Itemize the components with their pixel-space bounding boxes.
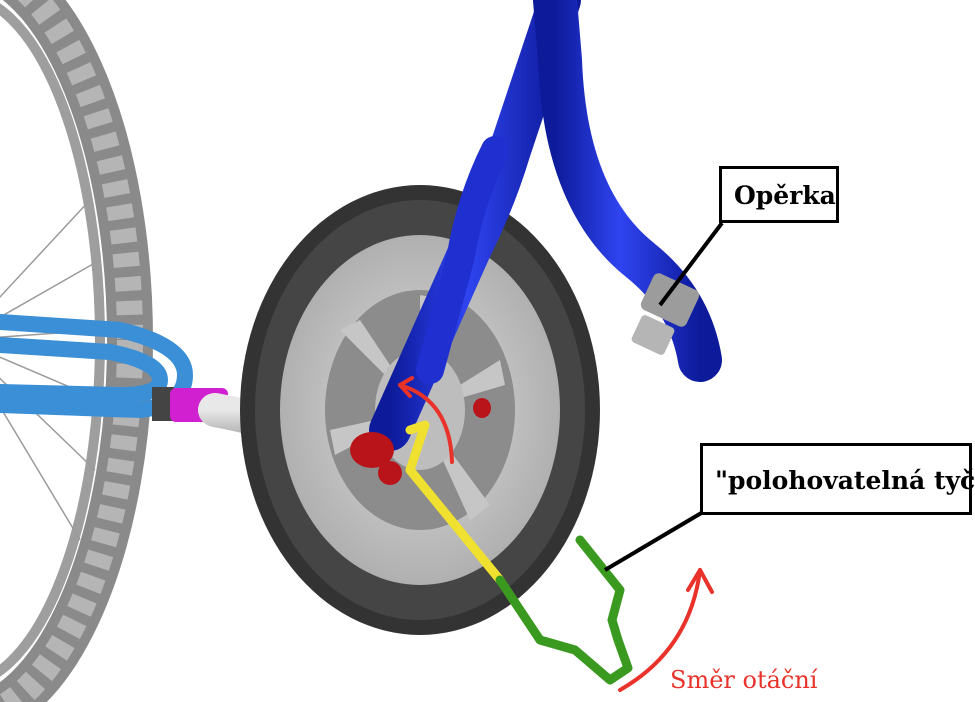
rotation-direction-label: Směr otáční bbox=[670, 666, 818, 694]
positioning-rod bbox=[405, 420, 633, 685]
positioning-rod-callout: "polohovatelná tyč" bbox=[700, 443, 975, 515]
backrest-callout: Opěrka bbox=[719, 166, 839, 223]
rotation-arrows bbox=[398, 376, 714, 692]
backrest-clamp bbox=[631, 273, 700, 355]
callout-leaders bbox=[603, 221, 724, 572]
red-clamps bbox=[350, 398, 491, 485]
positioning-rod-label: "polohovatelná tyč" bbox=[715, 466, 975, 495]
backrest-label: Opěrka bbox=[734, 181, 836, 210]
